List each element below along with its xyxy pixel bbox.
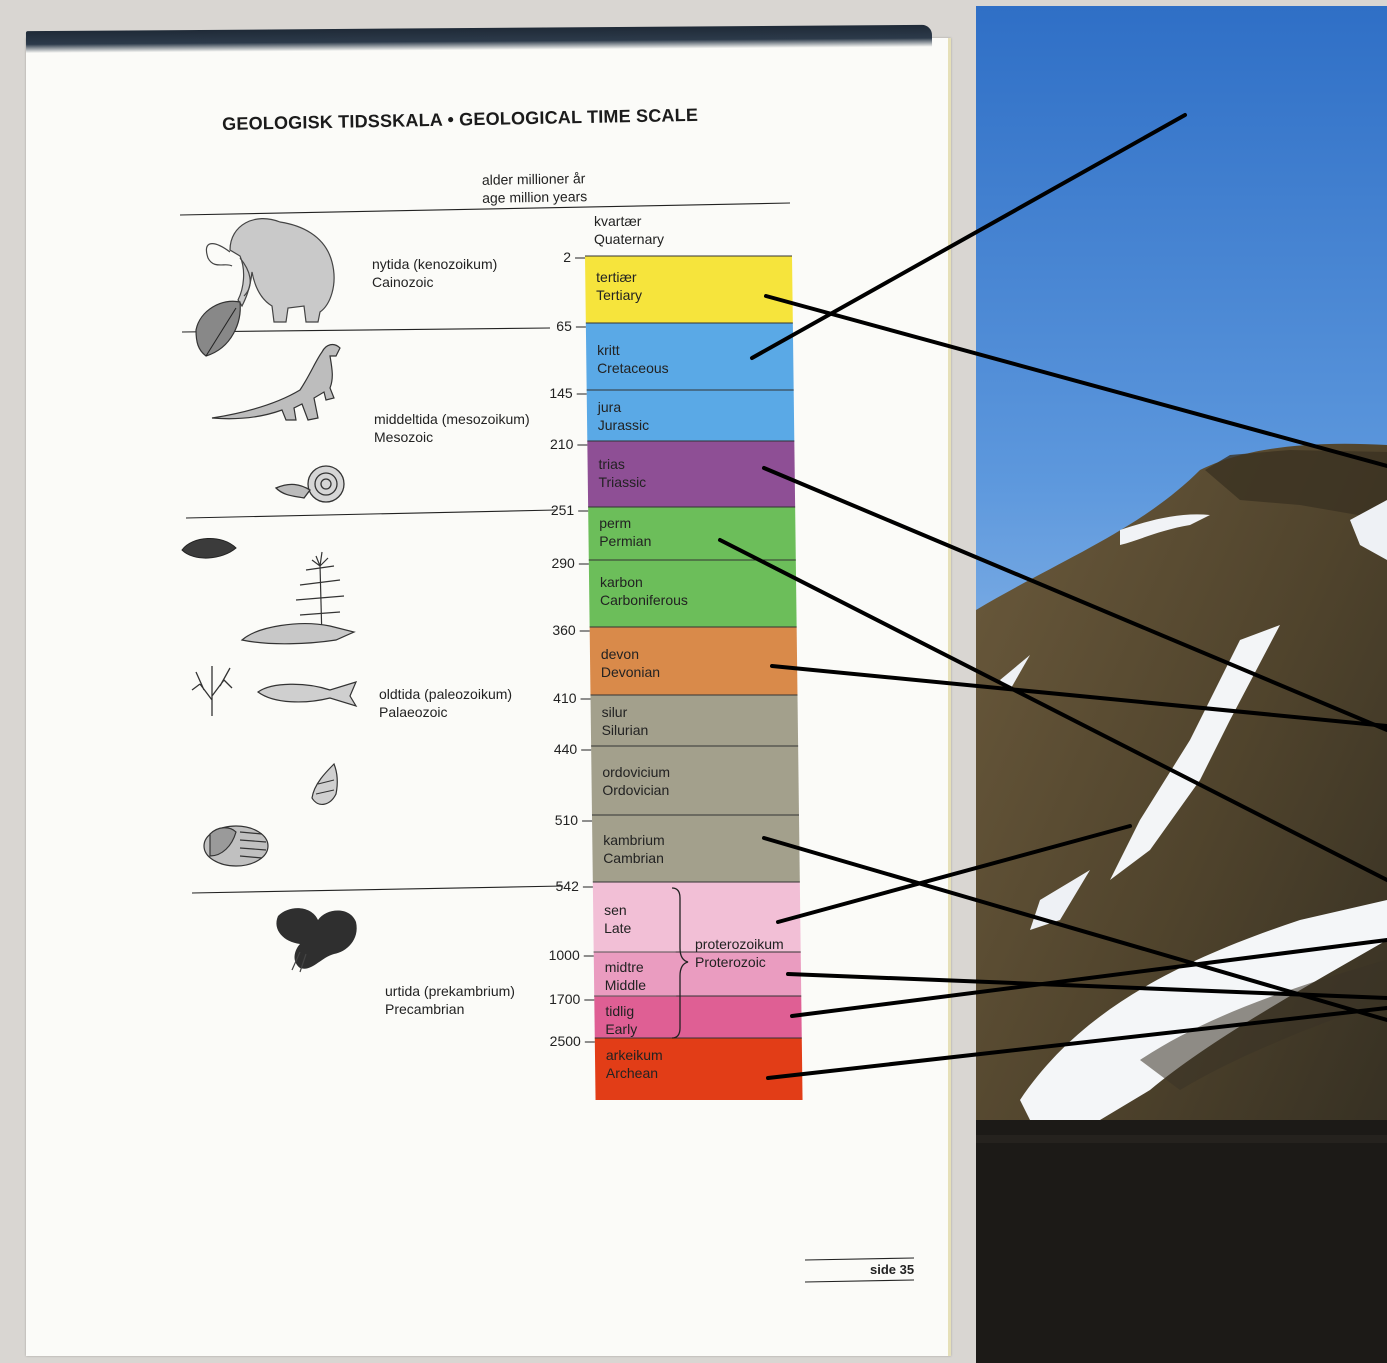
page-number: side 35 (870, 1262, 914, 1277)
period-cambrian-no: kambrium (603, 831, 664, 849)
age-label: 2500 (521, 1033, 581, 1049)
era-precambrian-en: Precambrian (385, 1000, 515, 1018)
period-archean-no: arkeikum (606, 1046, 663, 1064)
period-quaternary-en: Quaternary (594, 230, 664, 248)
age-label: 145 (513, 385, 573, 401)
period-devonian-en: Devonian (601, 663, 660, 681)
era-palaeozoic: oldtida (paleozoikum) Palaeozoic (379, 685, 512, 721)
age-label: 210 (513, 436, 573, 452)
period-late-proterozoic-en: Late (604, 919, 631, 937)
era-cainozoic-en: Cainozoic (372, 273, 497, 291)
age-label: 1000 (520, 947, 580, 963)
period-jurassic: juraJurassic (598, 398, 649, 434)
age-label: 251 (514, 502, 574, 518)
period-silurian-no: silur (602, 703, 649, 721)
eon-proterozoic-en: Proterozoic (695, 953, 784, 971)
period-silurian-en: Silurian (602, 721, 649, 739)
era-line-palaeozoic (192, 886, 563, 893)
age-label: 440 (517, 741, 577, 757)
period-archean-en: Archean (606, 1064, 663, 1082)
period-tertiary-en: Tertiary (596, 286, 642, 304)
fish-icon (258, 682, 356, 706)
trilobite-icon (204, 826, 268, 866)
page-number-rule-top (805, 1258, 914, 1260)
period-middle-proterozoic-en: Middle (605, 976, 646, 994)
period-tertiary-no: tertiær (596, 268, 642, 286)
period-permian-en: Permian (599, 532, 651, 550)
age-label: 290 (515, 555, 575, 571)
age-label: 1700 (520, 991, 580, 1007)
age-label: 542 (519, 878, 579, 894)
period-late-proterozoic-no: sen (604, 901, 631, 919)
age-axis-heading: alder millioner år age million years (482, 169, 588, 207)
age-axis-heading-no: alder millioner år (482, 169, 587, 189)
period-triassic: triasTriassic (598, 455, 646, 491)
era-mesozoic: middeltida (mesozoikum) Mesozoic (374, 410, 530, 446)
period-triassic-en: Triassic (598, 473, 646, 491)
period-silurian: silurSilurian (602, 703, 649, 739)
age-label: 65 (512, 318, 572, 334)
period-devonian: devonDevonian (601, 645, 660, 681)
period-tertiary: tertiærTertiary (596, 268, 642, 304)
era-palaeozoic-no: oldtida (paleozoikum) (379, 685, 512, 703)
period-devonian-no: devon (601, 645, 660, 663)
period-ordovician-en: Ordovician (602, 781, 670, 799)
period-late-proterozoic: senLate (604, 901, 631, 937)
period-carboniferous-no: karbon (600, 573, 688, 591)
era-cainozoic: nytida (kenozoikum) Cainozoic (372, 255, 497, 291)
dinosaur-icon (212, 345, 340, 420)
period-ordovician-no: ordovicium (602, 763, 670, 781)
period-permian: permPermian (599, 514, 651, 550)
eon-proterozoic: proterozoikum Proterozoic (695, 935, 784, 971)
period-jurassic-no: jura (598, 398, 649, 416)
coral-icon (192, 666, 232, 716)
period-quaternary: kvartær Quaternary (594, 212, 664, 248)
period-middle-proterozoic-no: midtre (605, 958, 646, 976)
mountain-photo (976, 6, 1387, 1363)
period-permian-no: perm (599, 514, 651, 532)
period-cretaceous: krittCretaceous (597, 341, 669, 377)
period-archean: arkeikumArchean (606, 1046, 663, 1082)
era-precambrian: urtida (prekambrium) Precambrian (385, 982, 515, 1018)
era-mesozoic-en: Mesozoic (374, 428, 530, 446)
period-cambrian-en: Cambrian (603, 849, 664, 867)
period-middle-proterozoic: midtreMiddle (605, 958, 646, 994)
snail-shell-icon (312, 764, 337, 804)
period-carboniferous: karbonCarboniferous (600, 573, 688, 609)
period-cretaceous-no: kritt (597, 341, 669, 359)
period-early-proterozoic: tidligEarly (605, 1002, 637, 1038)
page-number-rule-bottom (805, 1280, 914, 1282)
age-label: 410 (517, 690, 577, 706)
leaf-icon (196, 301, 240, 356)
period-early-proterozoic-no: tidlig (605, 1002, 637, 1020)
age-axis-heading-en: age million years (482, 187, 587, 207)
ammonite-icon (276, 466, 344, 502)
algae-fossil-icon (276, 908, 356, 972)
lobe-fin-fish-icon (242, 624, 354, 644)
period-cambrian: kambriumCambrian (603, 831, 664, 867)
age-label: 2 (511, 249, 571, 265)
era-line-cainozoic (182, 328, 550, 332)
period-quaternary-no: kvartær (594, 212, 664, 230)
period-ordovician: ordoviciumOrdovician (602, 763, 670, 799)
era-mesozoic-no: middeltida (mesozoikum) (374, 410, 530, 428)
era-palaeozoic-en: Palaeozoic (379, 703, 512, 721)
period-triassic-no: trias (598, 455, 646, 473)
eon-proterozoic-no: proterozoikum (695, 935, 784, 953)
era-line-mesozoic (186, 510, 556, 518)
age-label: 510 (518, 812, 578, 828)
clam-icon (182, 538, 236, 558)
period-carboniferous-en: Carboniferous (600, 591, 688, 609)
period-early-proterozoic-en: Early (605, 1020, 637, 1038)
period-cretaceous-en: Cretaceous (597, 359, 669, 377)
period-jurassic-en: Jurassic (598, 416, 649, 434)
era-precambrian-no: urtida (prekambrium) (385, 982, 515, 1000)
age-label: 360 (516, 622, 576, 638)
era-cainozoic-no: nytida (kenozoikum) (372, 255, 497, 273)
